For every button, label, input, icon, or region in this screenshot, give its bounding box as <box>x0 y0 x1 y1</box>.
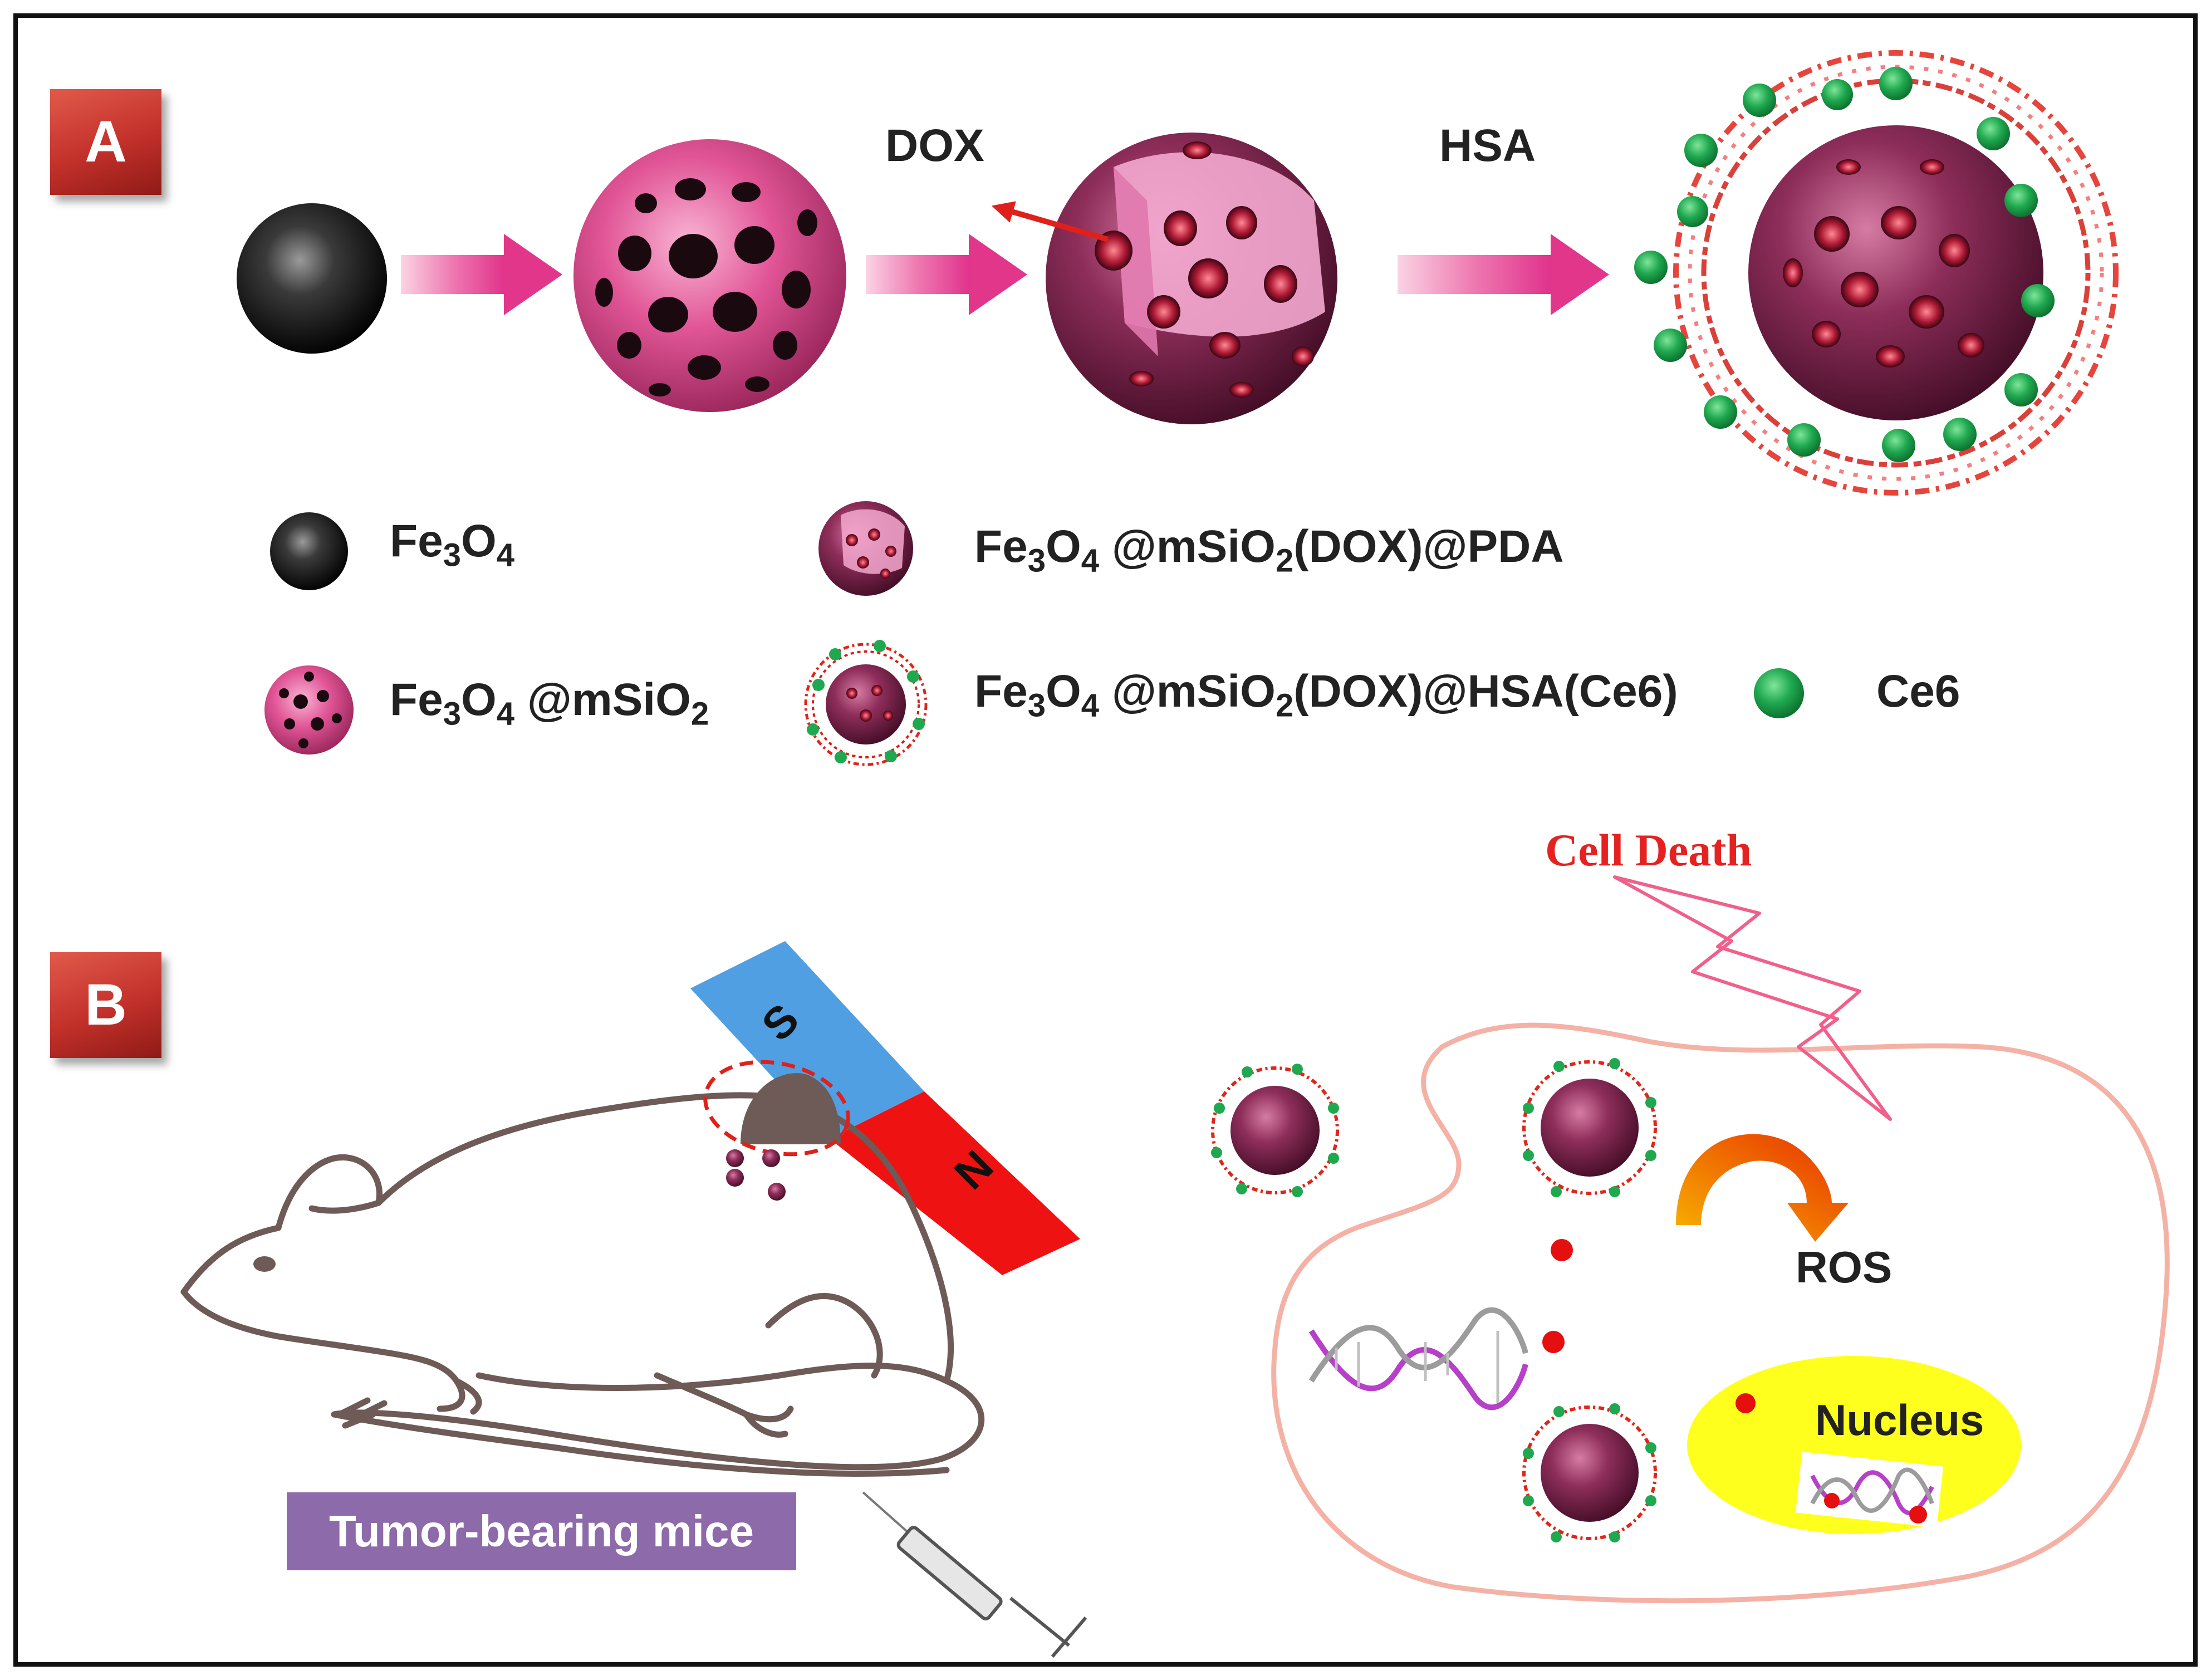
legend-hsa-ce6-icon <box>804 640 928 766</box>
fe3o4-msio2-sphere-icon <box>573 139 846 412</box>
cell-outline <box>1271 1022 2170 1604</box>
panel-b-label: B <box>50 952 161 1058</box>
legend-ce6-icon <box>1754 668 1804 718</box>
legend-fe3o4-icon <box>270 512 348 590</box>
panel-a-label: A <box>50 89 161 195</box>
injected-particles <box>726 1149 786 1201</box>
hsa-ce6-coated-sphere-icon <box>1634 50 2119 496</box>
legend-fe3o4-text: Fe3O4 <box>390 516 515 574</box>
nucleus-label: Nucleus <box>1815 1395 1984 1444</box>
dox-molecules <box>1542 1239 1573 1353</box>
legend-fe3o4-msio2-icon <box>264 665 354 755</box>
syringe-icon <box>862 1491 1087 1658</box>
ros-arrow <box>1676 1134 1849 1242</box>
step-arrow-3 <box>1398 234 1609 315</box>
nucleus-dox-molecule <box>1736 1393 1756 1413</box>
legend-dox-pda-text: Fe3O4 @mSiO2(DOX)@PDA <box>974 521 1564 579</box>
tumor-bearing-mice-label: Tumor-bearing mice <box>287 1492 796 1570</box>
dox-loaded-sphere-icon <box>991 133 1337 424</box>
panel-b-scheme <box>180 875 2170 1658</box>
mouse-outline <box>180 1092 985 1477</box>
step-arrow-1 <box>401 234 562 315</box>
dna-icon <box>1308 1307 1528 1410</box>
panel-a-scheme <box>237 50 2119 766</box>
step-label-hsa: HSA <box>1439 120 1536 171</box>
legend-ce6-text: Ce6 <box>1876 666 1960 717</box>
nucleus-dna-icon <box>1795 1452 1944 1528</box>
fe3o4-core-icon <box>237 203 387 354</box>
magnet-icon <box>690 941 1080 1275</box>
step-label-dox: DOX <box>885 120 984 171</box>
cell-nanoparticle-2 <box>1522 1058 1657 1197</box>
legend-fe3o4-msio2-text: Fe3O4 @mSiO2 <box>390 674 709 732</box>
legend-dox-pda-icon <box>818 501 913 596</box>
mouse-eye <box>253 1256 276 1272</box>
cell-death-label: Cell Death <box>1545 825 1752 875</box>
cell-nanoparticle-1 <box>1211 1064 1339 1197</box>
ros-label: ROS <box>1796 1242 1893 1292</box>
cell-nanoparticle-3 <box>1522 1403 1657 1542</box>
legend-hsa-ce6-text: Fe3O4 @mSiO2(DOX)@HSA(Ce6) <box>974 666 1678 724</box>
step-arrow-2 <box>866 234 1027 315</box>
figure-frame <box>13 13 2198 1667</box>
lightning-icon <box>1613 875 1892 1121</box>
